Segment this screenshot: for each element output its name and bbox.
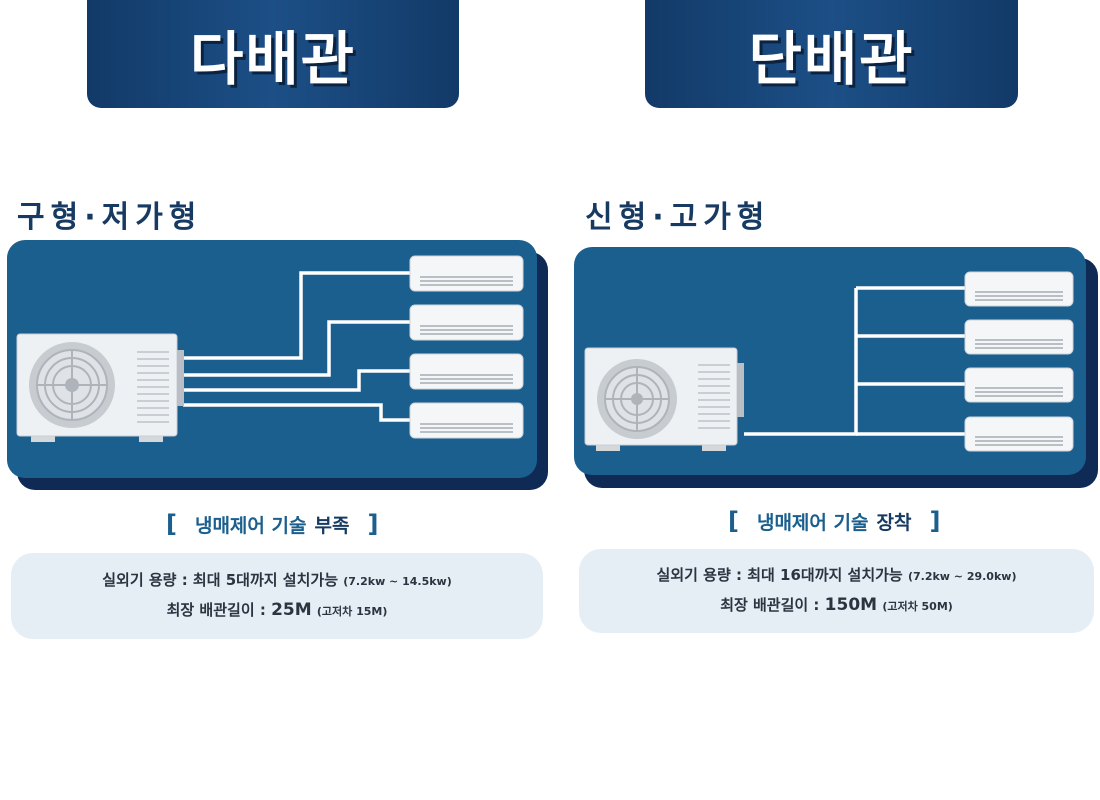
pipe-length-label: 최장 배관길이 : — [166, 601, 266, 619]
single-pipe-title: 단배관 — [748, 25, 915, 93]
capacity-line: 실외기 용량 : 최대 5대까지 설치가능 (7.2kw ~ 14.5kw) — [11, 565, 543, 595]
indoor-unit-1 — [409, 255, 524, 292]
indoor-unit-2 — [409, 304, 524, 341]
bracket-close: ] — [929, 507, 941, 535]
indoor-unit-3 — [964, 367, 1074, 403]
capacity-text: 실외기 용량 : 최대 16대까지 설치가능 — [656, 566, 903, 584]
single-pipe-illustration — [584, 271, 1074, 452]
old-lowcost-subtitle: 구형·저가형 — [17, 200, 203, 235]
single-pipe-lines — [744, 286, 966, 436]
indoor-unit-2 — [964, 319, 1074, 355]
indoor-unit-1 — [964, 271, 1074, 307]
outdoor-unit — [584, 347, 744, 451]
indoor-unit-4 — [964, 416, 1074, 452]
multi-pipe-illustration — [16, 255, 524, 442]
feature-emphasis: 장착 — [876, 511, 912, 534]
single-pipe-feature: [ 냉매제어 기술 장착 ] — [728, 507, 940, 535]
pipe-length-line: 최장 배관길이 : 150M (고저차 50M) — [579, 590, 1094, 620]
capacity-line: 실외기 용량 : 최대 16대까지 설치가능 (7.2kw ~ 29.0kw) — [579, 560, 1094, 590]
bracket-open: [ — [728, 507, 739, 535]
outdoor-unit — [16, 333, 184, 442]
multi-pipe-title: 다배관 — [189, 25, 357, 93]
pipe-length-label: 최장 배관길이 : — [720, 596, 820, 614]
bracket-close: ] — [367, 510, 379, 538]
new-highend-subtitle: 신형·고가형 — [585, 200, 771, 235]
pipe-length-line: 최장 배관길이 : 25M (고저차 15M) — [11, 595, 543, 625]
bracket-open: [ — [166, 510, 177, 538]
pipe-length-value: 150M — [824, 595, 878, 615]
height-diff-note: (고저차 50M) — [882, 600, 953, 613]
multi-pipe-lines — [183, 271, 411, 422]
capacity-range: (7.2kw ~ 29.0kw) — [907, 570, 1017, 583]
multi-pipe-diagram — [7, 240, 537, 478]
multi-pipe-specs: 실외기 용량 : 최대 5대까지 설치가능 (7.2kw ~ 14.5kw) 최… — [11, 553, 543, 639]
feature-text: 냉매제어 기술 — [194, 514, 307, 537]
multi-pipe-header: 다배관 — [87, 0, 459, 108]
feature-text: 냉매제어 기술 — [756, 511, 869, 534]
capacity-range: (7.2kw ~ 14.5kw) — [343, 575, 452, 588]
single-pipe-specs: 실외기 용량 : 최대 16대까지 설치가능 (7.2kw ~ 29.0kw) … — [579, 549, 1094, 633]
single-pipe-header: 단배관 — [645, 0, 1018, 108]
single-pipe-diagram — [574, 247, 1086, 475]
pipe-length-value: 25M — [271, 600, 312, 620]
indoor-unit-4 — [409, 402, 524, 439]
indoor-unit-3 — [409, 353, 524, 390]
capacity-text: 실외기 용량 : 최대 5대까지 설치가능 — [102, 571, 338, 589]
feature-emphasis: 부족 — [314, 514, 350, 537]
multi-pipe-feature: [ 냉매제어 기술 부족 ] — [166, 510, 378, 538]
height-diff-note: (고저차 15M) — [316, 605, 388, 618]
